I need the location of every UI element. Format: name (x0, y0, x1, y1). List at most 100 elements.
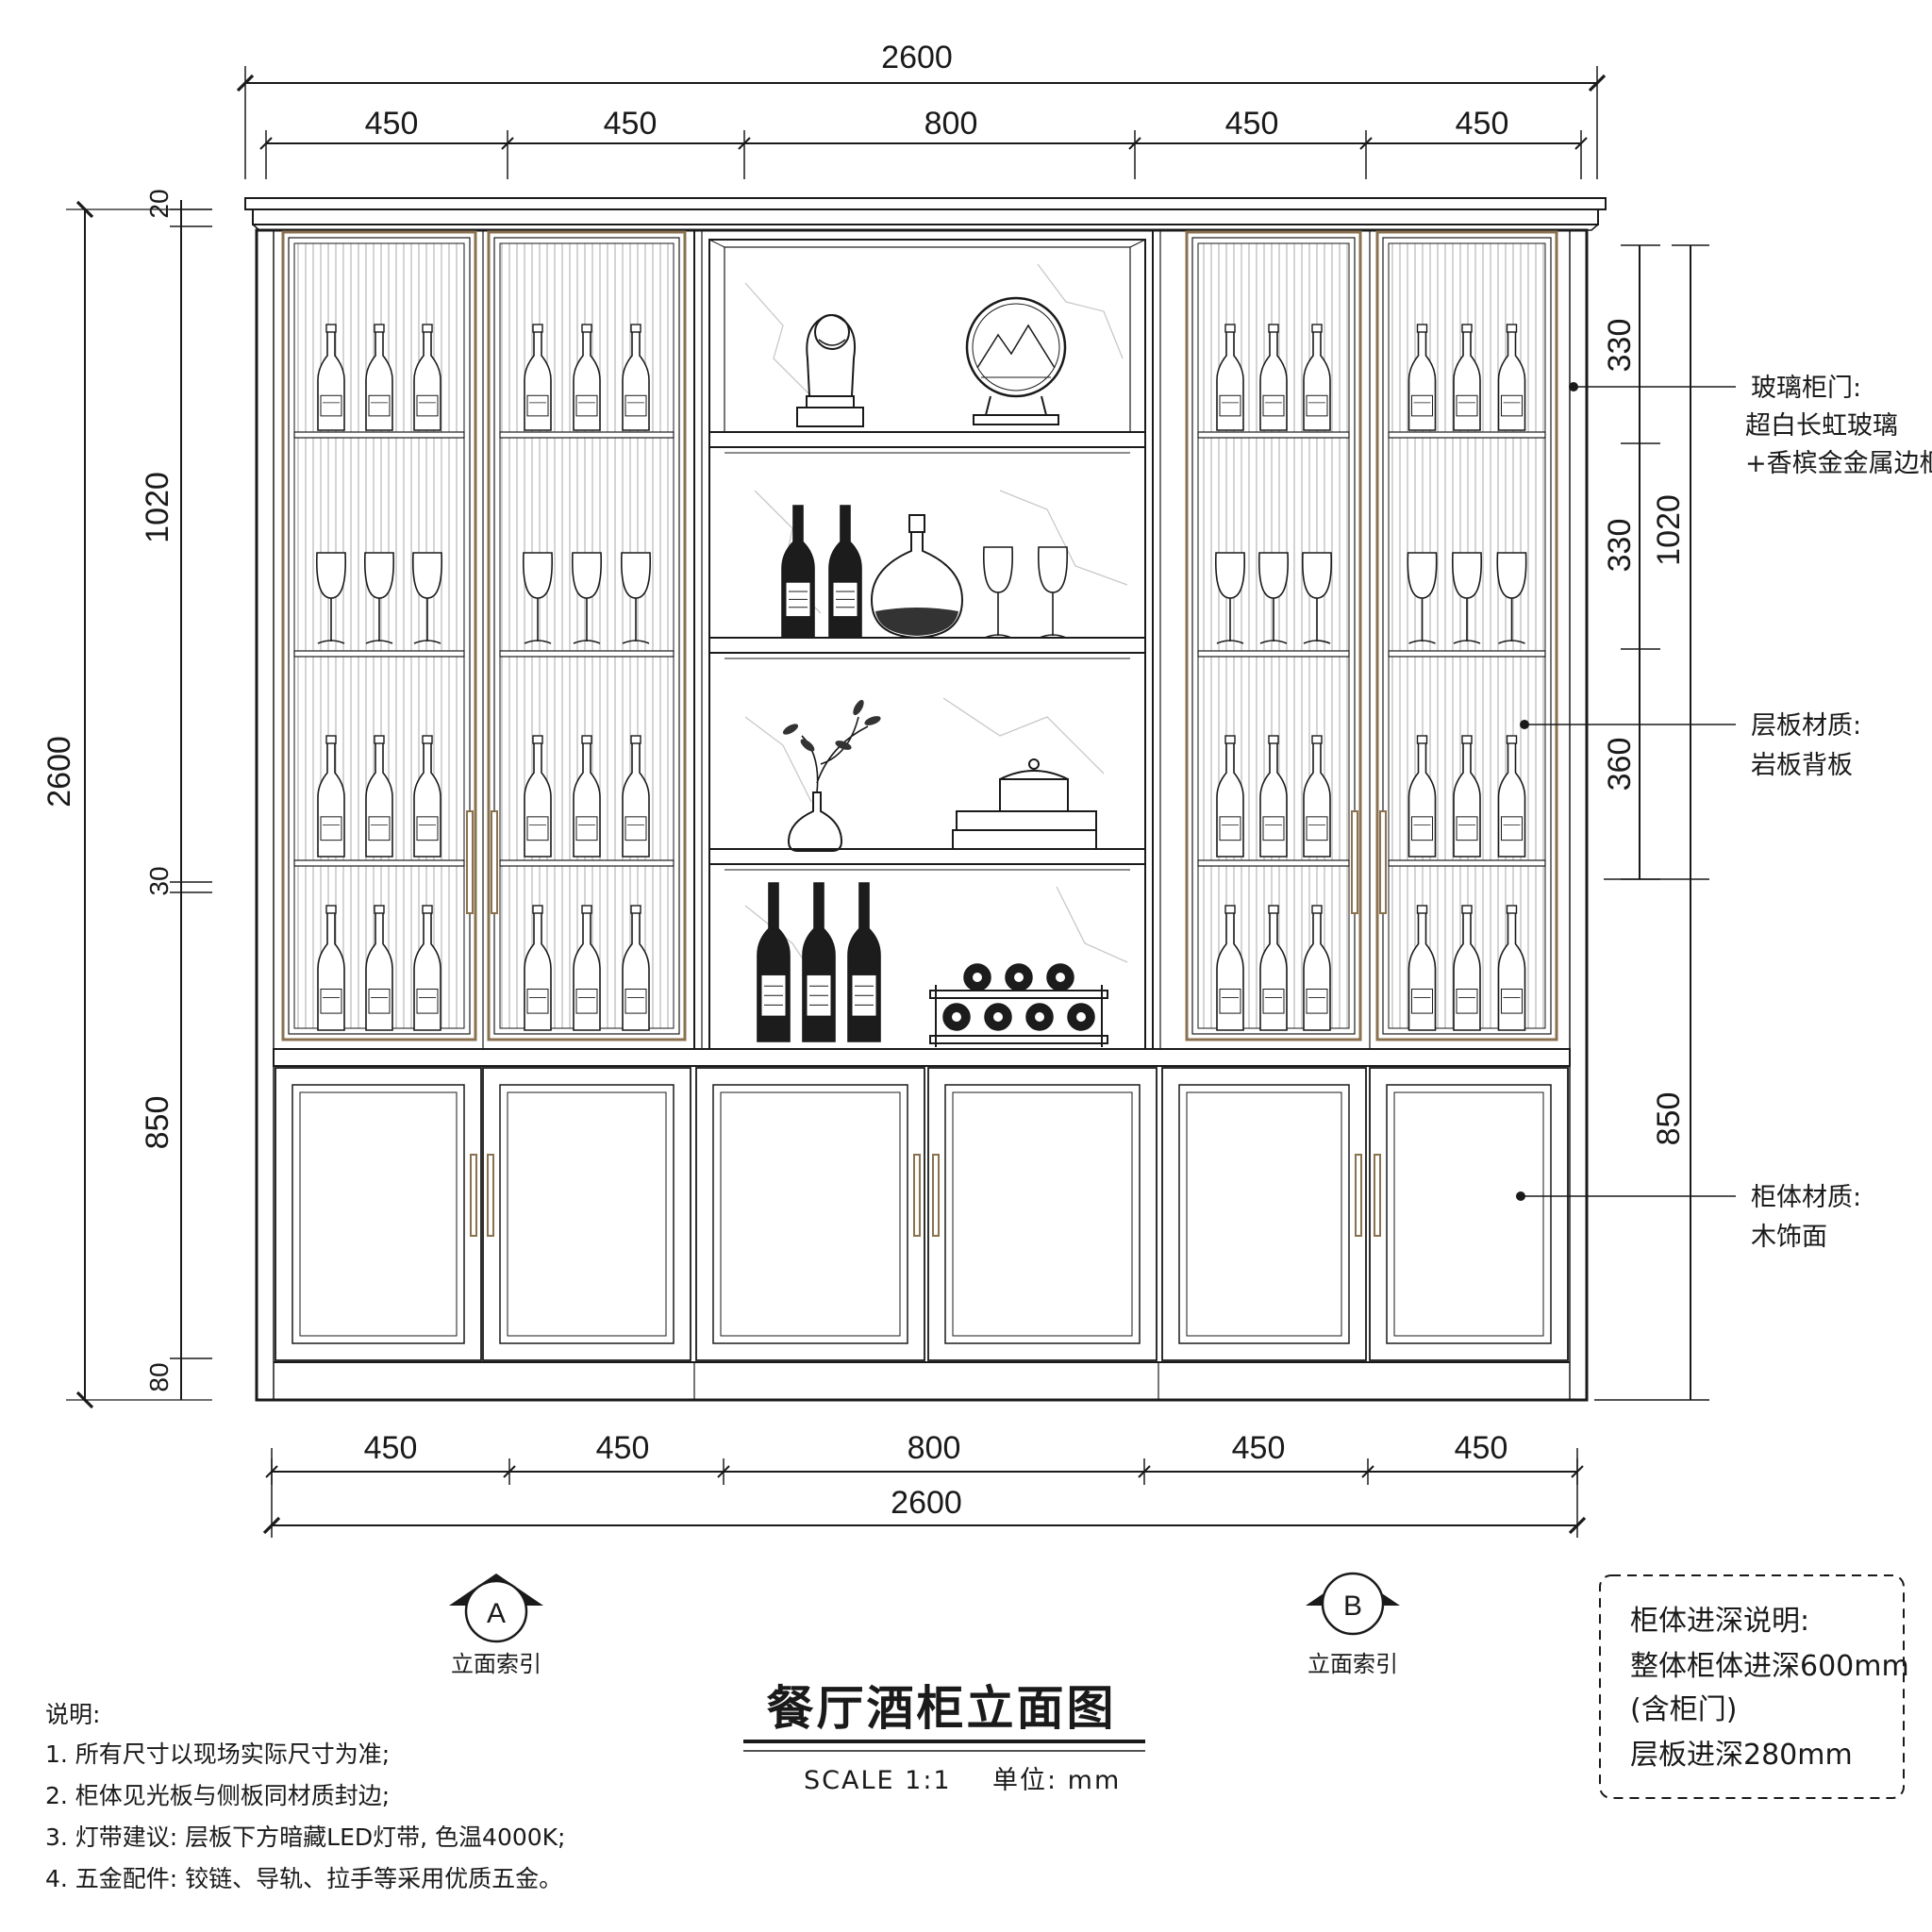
wine-bottle-icon (365, 735, 393, 858)
wine-bottle-icon (1216, 324, 1244, 431)
wine-bottle-icon (1497, 735, 1526, 858)
wine-bottle-icon (524, 324, 552, 431)
top-dimensions: 2600 450 450 800 450 450 (236, 40, 1607, 179)
wine-bottle-icon (413, 324, 441, 431)
index-marker-a: A 立面索引 (449, 1574, 543, 1677)
wine-bottle-icon (317, 905, 345, 1031)
title-block: 餐厅酒柜立面图 SCALE 1:1 单位: mm (743, 1681, 1145, 1795)
note-item-1: 1. 所有尺寸以现场实际尺寸为准; (45, 1740, 390, 1768)
display-shelf (708, 848, 1146, 871)
index-marker-a-label: 立面索引 (451, 1651, 541, 1677)
depth-info-box: 柜体进深说明: 整体柜体进深600mm (含柜门) 层板进深280mm (1599, 1574, 1909, 1799)
wine-bottle-icon (1453, 324, 1481, 431)
scale-label: SCALE 1:1 (804, 1766, 952, 1795)
dim-top-total: 2600 (881, 40, 953, 75)
decanter-icon (870, 514, 964, 640)
left-dimensions: 2600 20 1020 30 850 80 (42, 189, 212, 1409)
wine-bottle-icon (524, 735, 552, 858)
wine-bottle-icon (1216, 905, 1244, 1031)
center-display (708, 239, 1146, 1050)
wine-glass-icon (315, 552, 347, 644)
wine-bottle-icon (573, 735, 601, 858)
unit-label: 单位: mm (992, 1766, 1121, 1795)
lower-cabinet-door (482, 1067, 691, 1361)
lower-cabinet-door (1369, 1067, 1569, 1361)
lion-sculpture-icon (796, 314, 864, 427)
dim-top-seg-1: 450 (365, 106, 419, 142)
glass-door (281, 230, 477, 1041)
wine-bottle-icon (1303, 905, 1331, 1031)
wine-bottle-icon (1497, 324, 1526, 431)
lower-doors (275, 1067, 1569, 1361)
callout-glass-line-1: 超白长虹玻璃 (1745, 411, 1898, 441)
wine-bottle-icon (1407, 324, 1437, 431)
wine-bottle-icon (1216, 735, 1244, 858)
wine-glass-icon (620, 552, 652, 644)
dim-top-seg-5: 450 (1456, 106, 1509, 142)
dim-bottom-seg-4: 450 (1232, 1430, 1286, 1466)
note-item-4: 4. 五金配件: 铰链、导轨、拉手等采用优质五金。 (45, 1865, 562, 1892)
lower-cabinet-door (1161, 1067, 1367, 1361)
glass-door (487, 230, 687, 1041)
depth-box-line-2: (含柜门) (1630, 1693, 1737, 1726)
dim-left-seg-2: 1020 (140, 472, 175, 543)
wine-bottle-icon (524, 905, 552, 1031)
index-marker-b: B 立面索引 (1306, 1572, 1400, 1677)
notes-heading: 说明: (45, 1701, 100, 1728)
right-dimensions: 330 330 360 1020 850 (1594, 244, 1709, 1401)
wine-glass-icon (1257, 552, 1290, 644)
wine-bottle-icon (1303, 735, 1331, 858)
dim-top-seg-3: 800 (924, 106, 978, 142)
wine-bottle-icon (622, 905, 650, 1031)
books-with-box-icon (952, 758, 1097, 850)
wine-bottle-icon (365, 324, 393, 431)
glass-door (1375, 230, 1558, 1041)
callout-body-title: 柜体材质: (1751, 1183, 1861, 1212)
wine-glass-icon (1451, 552, 1483, 644)
wine-bottle-icon (1407, 735, 1437, 858)
wine-glass-icon (411, 552, 443, 644)
callout-glass-title: 玻璃柜门: (1751, 374, 1861, 403)
red-wine-bottle-icon (828, 505, 862, 639)
dim-left-seg-4: 850 (140, 1096, 175, 1150)
wine-bottle-icon (317, 735, 345, 858)
note-item-2: 2. 柜体见光板与侧板同材质封边; (45, 1782, 390, 1809)
wine-bottle-icon (1259, 735, 1288, 858)
glass-door (1185, 230, 1362, 1041)
callout-shelf-title: 层板材质: (1751, 711, 1861, 741)
dim-right-lower: 850 (1651, 1092, 1687, 1146)
wine-glass-icon (1037, 546, 1069, 639)
wine-bottle-icon (1407, 905, 1437, 1031)
lower-cabinet-door (275, 1067, 482, 1361)
wine-bottle-icon (1497, 905, 1526, 1031)
index-marker-b-letter: B (1343, 1591, 1362, 1622)
wine-glass-icon (363, 552, 395, 644)
dim-right-shelf-2: 330 (1602, 519, 1638, 573)
wine-bottle-icon (317, 324, 345, 431)
wine-glass-icon (982, 546, 1014, 639)
dim-top-seg-2: 450 (604, 106, 658, 142)
wine-bottle-icon (1259, 905, 1288, 1031)
depth-box-line-3: 层板进深280mm (1630, 1739, 1853, 1772)
dim-left-total: 2600 (42, 736, 77, 808)
vase-with-branch-icon (782, 699, 881, 852)
wine-glass-icon (522, 552, 554, 644)
wine-bottle-icon (413, 735, 441, 858)
dim-bottom-seg-5: 450 (1455, 1430, 1508, 1466)
depth-box-line-1: 整体柜体进深600mm (1630, 1650, 1909, 1683)
dim-left-seg-5: 80 (144, 1362, 174, 1391)
glass-doors (281, 230, 1558, 1041)
wine-bottle-icon (1303, 324, 1331, 431)
wine-glass-icon (1214, 552, 1246, 644)
decorative-plate-icon (965, 296, 1067, 425)
red-wine-bottle-icon (781, 505, 815, 639)
notes: 说明: 1. 所有尺寸以现场实际尺寸为准; 2. 柜体见光板与侧板同材质封边; … (45, 1701, 565, 1892)
dim-bottom-total: 2600 (891, 1485, 962, 1521)
cabinet (244, 197, 1607, 1402)
wine-bottle-icon (1259, 324, 1288, 431)
bottom-dimensions: 450 450 800 450 450 2600 (262, 1430, 1587, 1538)
note-item-3: 3. 灯带建议: 层板下方暗藏LED灯带, 色温4000K; (45, 1824, 565, 1851)
wine-bottle-icon (573, 324, 601, 431)
red-wine-bottle-icon (802, 882, 836, 1042)
